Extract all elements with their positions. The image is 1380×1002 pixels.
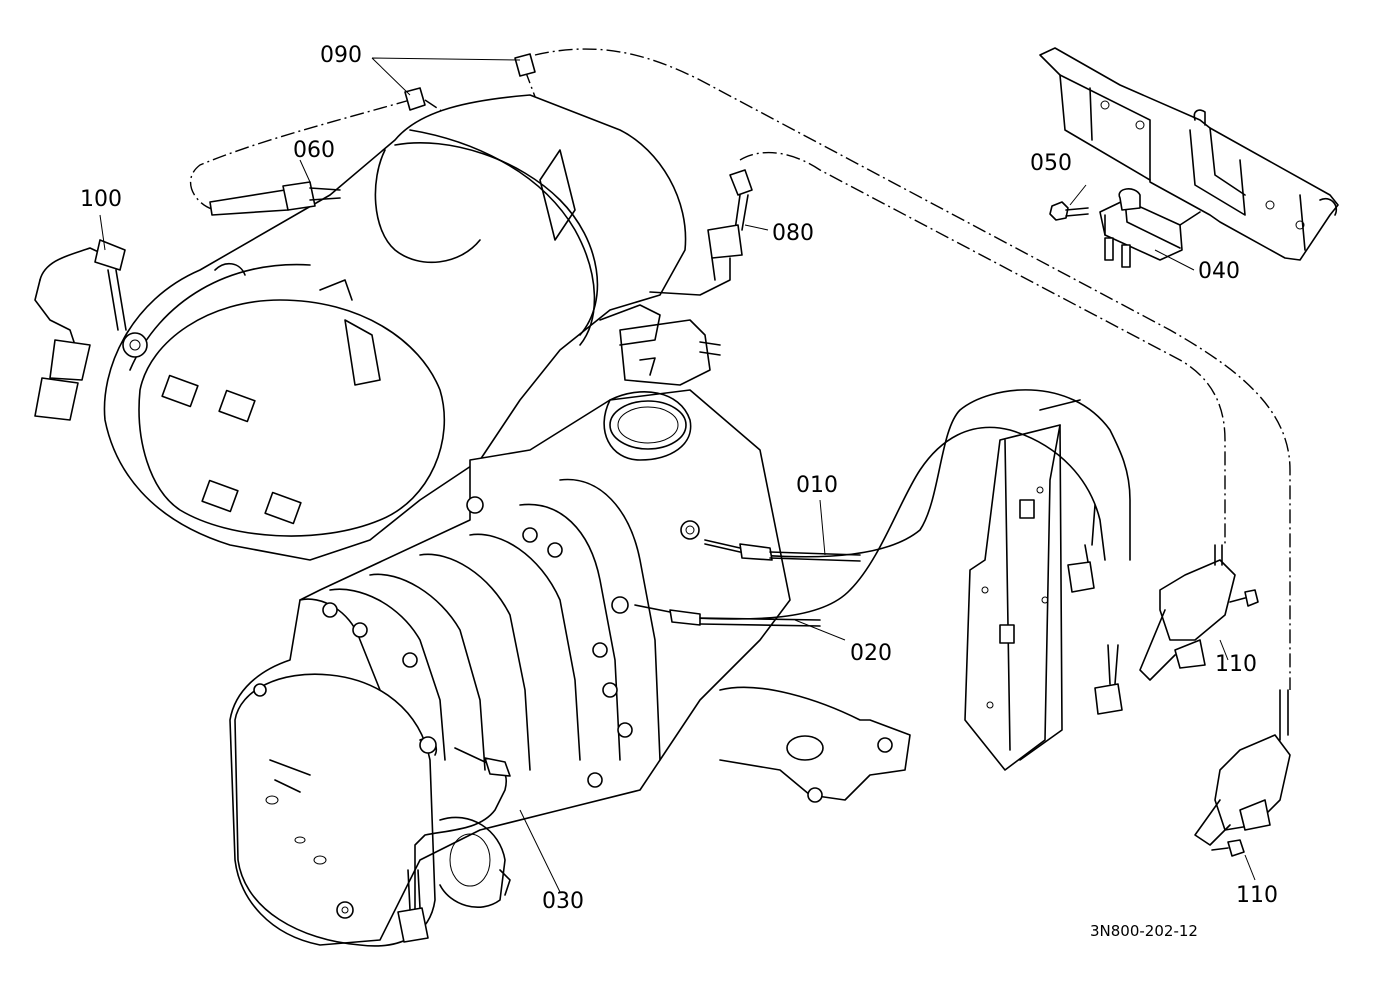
pressure-sensor-040 — [1099, 188, 1201, 268]
callout-040: 040 — [1198, 259, 1240, 284]
callout-090: 090 — [320, 43, 362, 68]
bolt-050 — [1049, 201, 1089, 221]
callout-080: 080 — [772, 221, 814, 246]
callout-010: 010 — [796, 473, 838, 498]
callout-100: 100 — [80, 187, 122, 212]
drawing-reference-number: 3N800-202-12 — [1090, 922, 1198, 940]
callout-050: 050 — [1030, 151, 1072, 176]
callout-110-upper: 110 — [1215, 652, 1257, 677]
sensor-leads — [34, 53, 1291, 943]
sensor-mounting-bracket — [1039, 47, 1339, 261]
sensor-harness-bracket — [964, 399, 1081, 771]
upper-dpf-canister — [103, 94, 721, 561]
callout-110-lower: 110 — [1236, 883, 1278, 908]
callout-labels: 090 060 100 080 050 040 010 020 030 110 … — [80, 43, 1278, 940]
callout-030: 030 — [542, 889, 584, 914]
leader-lines — [99, 57, 1256, 893]
callout-060: 060 — [293, 138, 335, 163]
callout-020: 020 — [850, 641, 892, 666]
lower-dpf-assembly — [229, 389, 911, 947]
